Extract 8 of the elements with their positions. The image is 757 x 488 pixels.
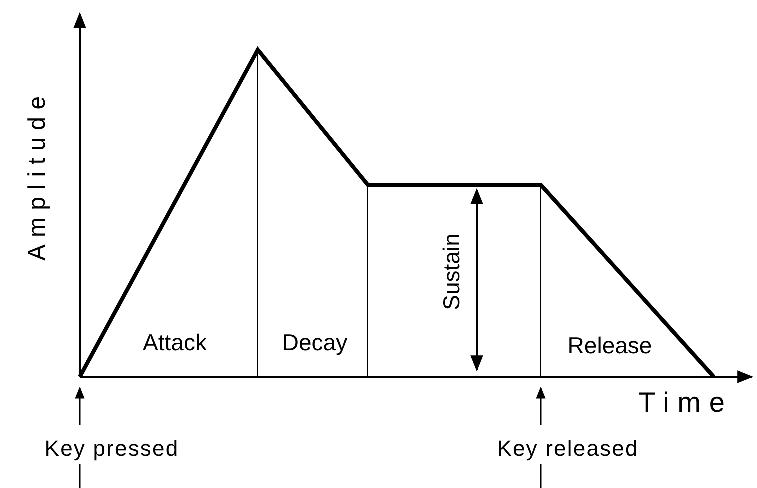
event-label: Key released xyxy=(497,438,639,460)
phase-label: Decay xyxy=(282,332,348,354)
event-label: Key pressed xyxy=(44,438,180,460)
axis-title: Time xyxy=(638,389,734,417)
phase-label: Sustain xyxy=(440,234,464,310)
axis-title: Amplitude xyxy=(26,89,50,261)
phase-label: Attack xyxy=(143,332,207,354)
phase-label: Release xyxy=(568,334,652,358)
